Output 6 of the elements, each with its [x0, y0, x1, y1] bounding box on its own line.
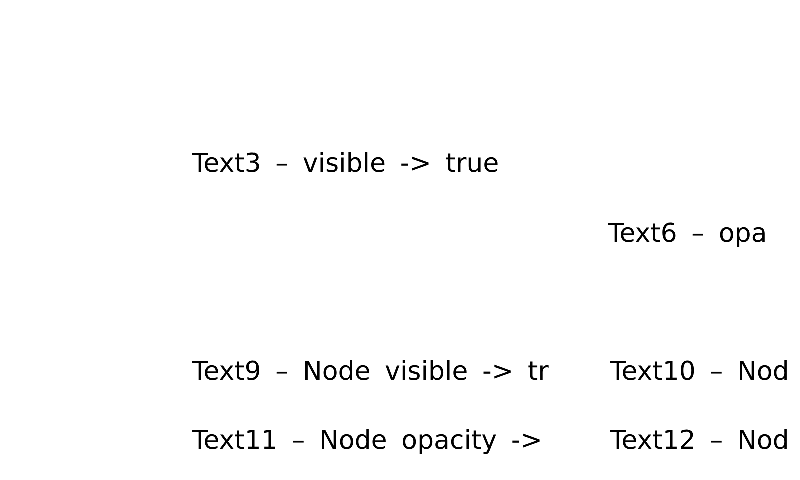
text-label: Text10 – Nod — [610, 360, 787, 380]
text-label: Text12 – Nod — [610, 429, 787, 450]
text-label: Text3 – visible -> true — [192, 152, 498, 172]
text-label: Text9 – Node visible -> tr — [192, 360, 549, 380]
text-label: Text11 – Node opacity -> — [192, 429, 540, 454]
text-label: Text6 – opa — [608, 222, 765, 248]
